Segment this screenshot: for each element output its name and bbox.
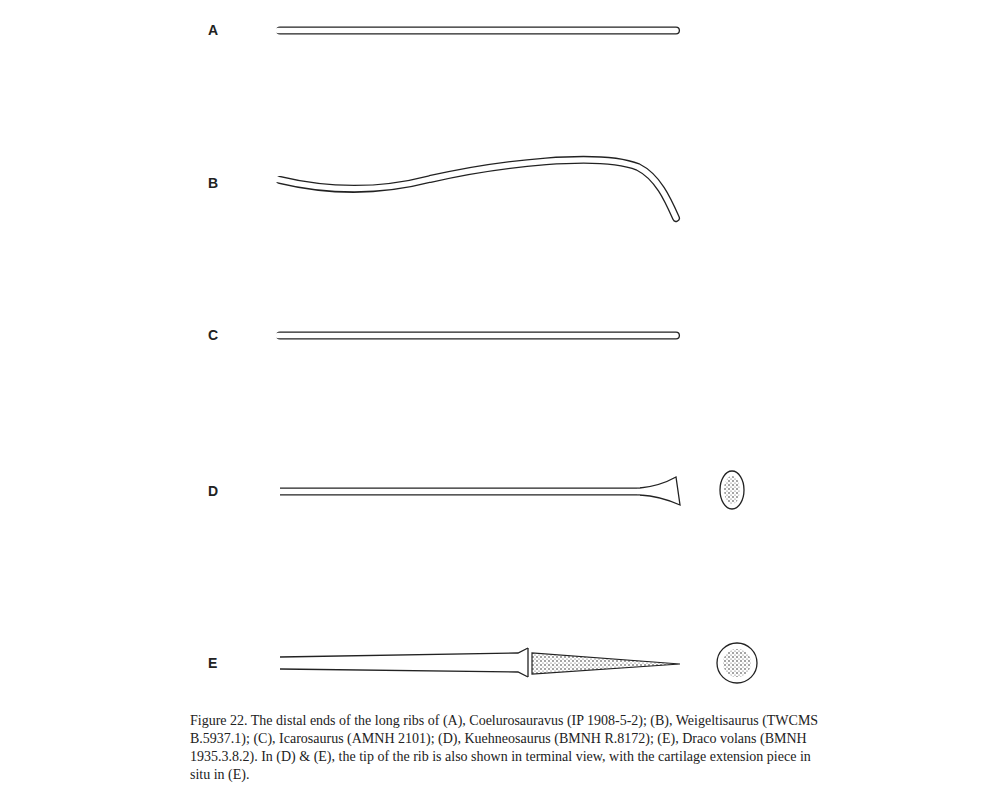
part-letter: E (208, 655, 217, 671)
cartilage-extension (532, 653, 680, 674)
figure-caption: Figure 22. The distal ends of the long r… (190, 712, 820, 784)
part-letter: C (208, 327, 218, 343)
part-letter: A (208, 22, 218, 38)
rib-d (276, 471, 744, 509)
rib-core (276, 160, 676, 218)
rib-core (278, 28, 676, 33)
part-letter: D (208, 483, 218, 499)
rib-core (276, 489, 645, 494)
terminal-view-stipple (724, 476, 740, 504)
rib-end (527, 648, 528, 677)
rib-join (637, 489, 643, 494)
rib-edge (280, 669, 528, 677)
rib-a (278, 30, 676, 31)
part-letter: B (208, 175, 218, 191)
rib-e (280, 643, 757, 683)
rib-edge (280, 648, 528, 657)
terminal-view (717, 643, 757, 683)
terminal-view-stipple (723, 649, 751, 677)
rib-core (278, 333, 676, 338)
rib-c (278, 335, 676, 336)
terminal-view (720, 471, 744, 509)
rib-flare (640, 477, 680, 505)
rib-b (276, 160, 676, 218)
